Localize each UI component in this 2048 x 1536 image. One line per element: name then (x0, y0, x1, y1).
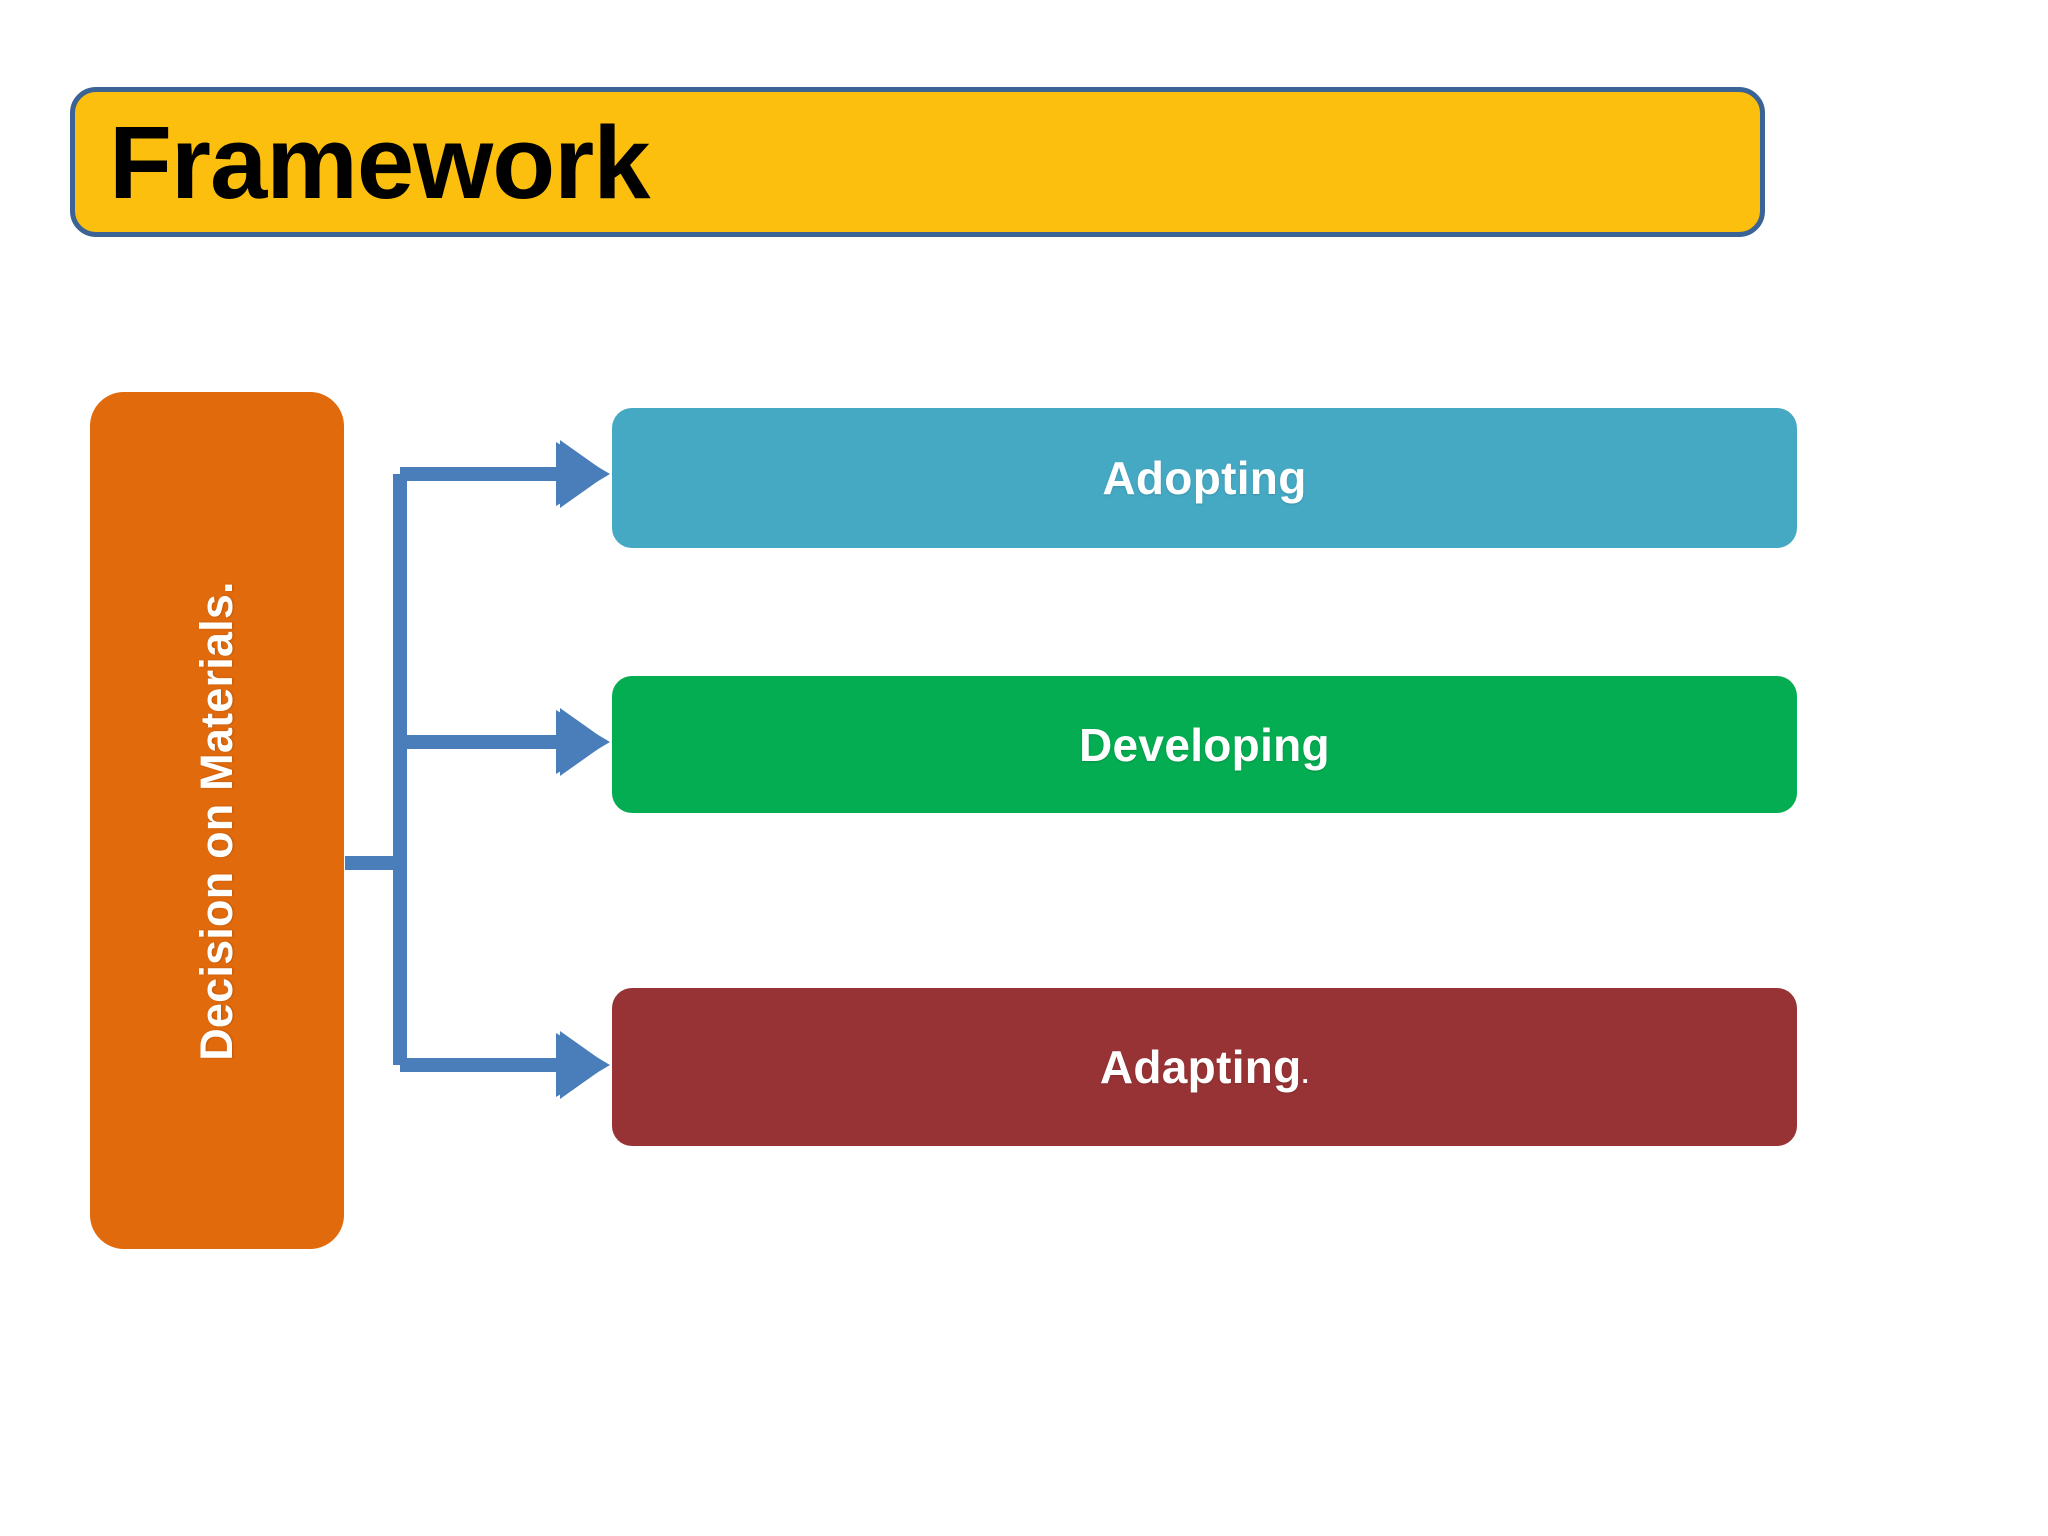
branch-label-developing: Developing (1079, 718, 1330, 772)
decision-box-label: Decision on Materials. (191, 580, 243, 1061)
arrowhead-adapting (556, 1033, 610, 1097)
arrowhead-adopting (556, 442, 610, 506)
branch-box-adopting[interactable]: Adopting (612, 408, 1797, 548)
slide-title-banner: Framework (70, 87, 1765, 237)
branch-label-adapting: Adapting. (1100, 1040, 1309, 1094)
page-title: Framework (109, 104, 651, 220)
arrowhead-developing (556, 710, 610, 774)
branch-label-text-adopting: Adopting (1102, 452, 1307, 504)
branch-label-text-adapting: Adapting (1099, 1041, 1302, 1093)
branch-box-adapting[interactable]: Adapting. (612, 988, 1797, 1146)
branch-label-adopting: Adopting (1102, 451, 1306, 505)
arrow-right-icon-developing (560, 708, 608, 776)
branch-box-developing[interactable]: Developing (612, 676, 1797, 813)
branch-label-text-developing: Developing (1079, 718, 1330, 771)
branch-label-dot-adapting: . (1301, 1059, 1310, 1089)
decision-on-materials-box[interactable]: Decision on Materials. (90, 392, 344, 1249)
arrow-right-icon-adopting (560, 440, 608, 508)
arrow-right-icon-adapting (560, 1031, 608, 1099)
page-bottom-wash (0, 1500, 2048, 1536)
